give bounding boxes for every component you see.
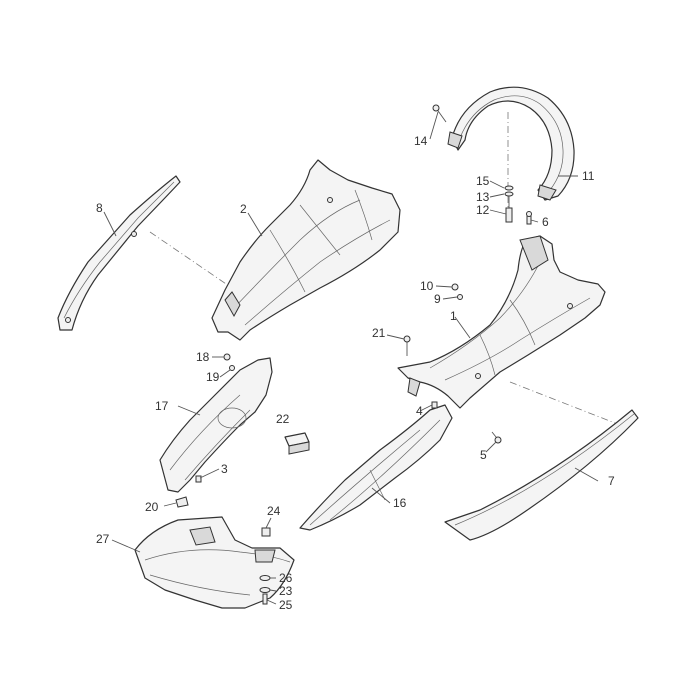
- callout-15: 15: [476, 174, 490, 188]
- callout-25: 25: [279, 598, 293, 612]
- callout-19: 19: [206, 370, 220, 384]
- callout-22: 22: [276, 412, 290, 426]
- callout-10: 10: [420, 279, 434, 293]
- part-16-center-panel: [299, 404, 453, 531]
- callout-3: 3: [221, 462, 228, 476]
- callout-27: 27: [96, 532, 110, 546]
- part-1-rear-body: [397, 235, 606, 409]
- callout-18: 18: [196, 350, 210, 364]
- hardware: [175, 104, 532, 605]
- part-11-grab-handle: [447, 86, 575, 201]
- callout-6: 6: [542, 215, 549, 229]
- callout-8: 8: [96, 201, 103, 215]
- part-27-floor-cover: [134, 516, 295, 609]
- part-8-side-strip: [57, 175, 181, 331]
- callout-14: 14: [414, 134, 428, 148]
- callout-21: 21: [372, 326, 386, 340]
- callout-11: 11: [582, 169, 595, 183]
- callout-2: 2: [240, 202, 247, 216]
- callout-17: 17: [155, 399, 169, 413]
- callout-16: 16: [393, 496, 407, 510]
- callout-5: 5: [480, 448, 487, 462]
- callout-9: 9: [434, 292, 441, 306]
- alignment-lines: [149, 112, 621, 426]
- callout-4: 4: [416, 404, 423, 418]
- callout-7: 7: [608, 474, 615, 488]
- callout-13: 13: [476, 190, 490, 204]
- part-7-lower-rail: [444, 409, 639, 541]
- callout-23: 23: [279, 584, 293, 598]
- part-22-block: [284, 432, 310, 455]
- leader-lines: [103, 111, 599, 605]
- callout-labels: 8 2 14 11 15 13 12 6 10 9 1 21 18 19 17 …: [96, 134, 615, 612]
- callout-12: 12: [476, 203, 490, 217]
- part-17-left-lower-panel: [159, 357, 273, 493]
- callout-20: 20: [145, 500, 159, 514]
- callout-24: 24: [267, 504, 281, 518]
- part-2-inner-shield: [211, 159, 401, 341]
- callout-1: 1: [450, 309, 457, 323]
- callout-26: 26: [279, 571, 293, 585]
